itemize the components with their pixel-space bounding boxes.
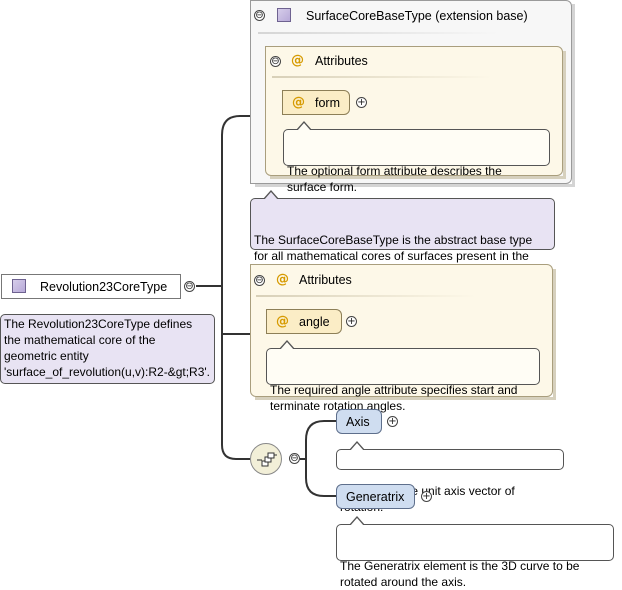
axis-annotation: The Axis is the unit axis vector of rota…	[336, 441, 564, 514]
attribute-form-name: form	[315, 96, 340, 110]
base-annotation: The SurfaceCoreBaseType is the abstract …	[250, 190, 555, 279]
base-type-icon	[277, 8, 291, 22]
root-type-box[interactable]: Revolution23CoreType	[1, 274, 181, 299]
base-annotation-text: The SurfaceCoreBaseType is the abstract …	[254, 233, 533, 279]
attributes-group-icon: @	[276, 272, 289, 287]
root-type-name: Revolution23CoreType	[40, 280, 168, 294]
root-collapse-toggle[interactable]: ⊖	[184, 281, 195, 292]
generatrix-annotation: The Generatrix element is the 3D curve t…	[336, 516, 614, 589]
base-attributes-label: Attributes	[315, 54, 368, 68]
attribute-icon: @	[276, 314, 289, 329]
complex-type-icon	[12, 279, 26, 293]
attributes-collapse-toggle[interactable]: ⊖	[254, 275, 265, 286]
element-axis-name: Axis	[346, 415, 370, 429]
attributes-underline	[256, 295, 476, 297]
attributes-group-icon: @	[291, 53, 304, 68]
generatrix-annotation-text: The Generatrix element is the 3D curve t…	[340, 559, 580, 589]
sequence-collapse-toggle[interactable]: ⊖	[289, 453, 300, 464]
generatrix-expand-toggle[interactable]: +	[421, 491, 432, 502]
angle-annotation-text: The required angle attribute specifies s…	[270, 383, 518, 413]
sequence-icon	[257, 452, 277, 467]
attributes-label: Attributes	[299, 273, 352, 287]
sequence-compositor[interactable]	[250, 443, 282, 475]
attribute-form[interactable]: @ form	[282, 90, 350, 115]
attribute-icon: @	[292, 95, 305, 110]
angle-expand-toggle[interactable]: +	[346, 316, 357, 327]
attribute-angle-name: angle	[299, 315, 330, 329]
root-annotation: The Revolution23CoreType defines the mat…	[0, 314, 215, 384]
element-generatrix-name: Generatrix	[346, 490, 405, 504]
element-axis[interactable]: Axis	[336, 409, 382, 434]
base-attributes-underline	[272, 76, 492, 78]
form-annotation: The optional form attribute describes th…	[283, 121, 550, 194]
base-attributes-collapse-toggle[interactable]: ⊖	[270, 56, 281, 67]
attribute-angle[interactable]: @ angle	[266, 309, 342, 334]
element-generatrix[interactable]: Generatrix	[336, 484, 415, 509]
base-collapse-toggle[interactable]: ⊖	[254, 10, 265, 21]
form-expand-toggle[interactable]: +	[356, 97, 367, 108]
form-annotation-text: The optional form attribute describes th…	[287, 164, 502, 194]
base-title-underline	[258, 32, 498, 34]
angle-annotation: The required angle attribute specifies s…	[266, 340, 540, 413]
axis-expand-toggle[interactable]: +	[387, 416, 398, 427]
base-type-title: SurfaceCoreBaseType (extension base)	[306, 9, 528, 23]
